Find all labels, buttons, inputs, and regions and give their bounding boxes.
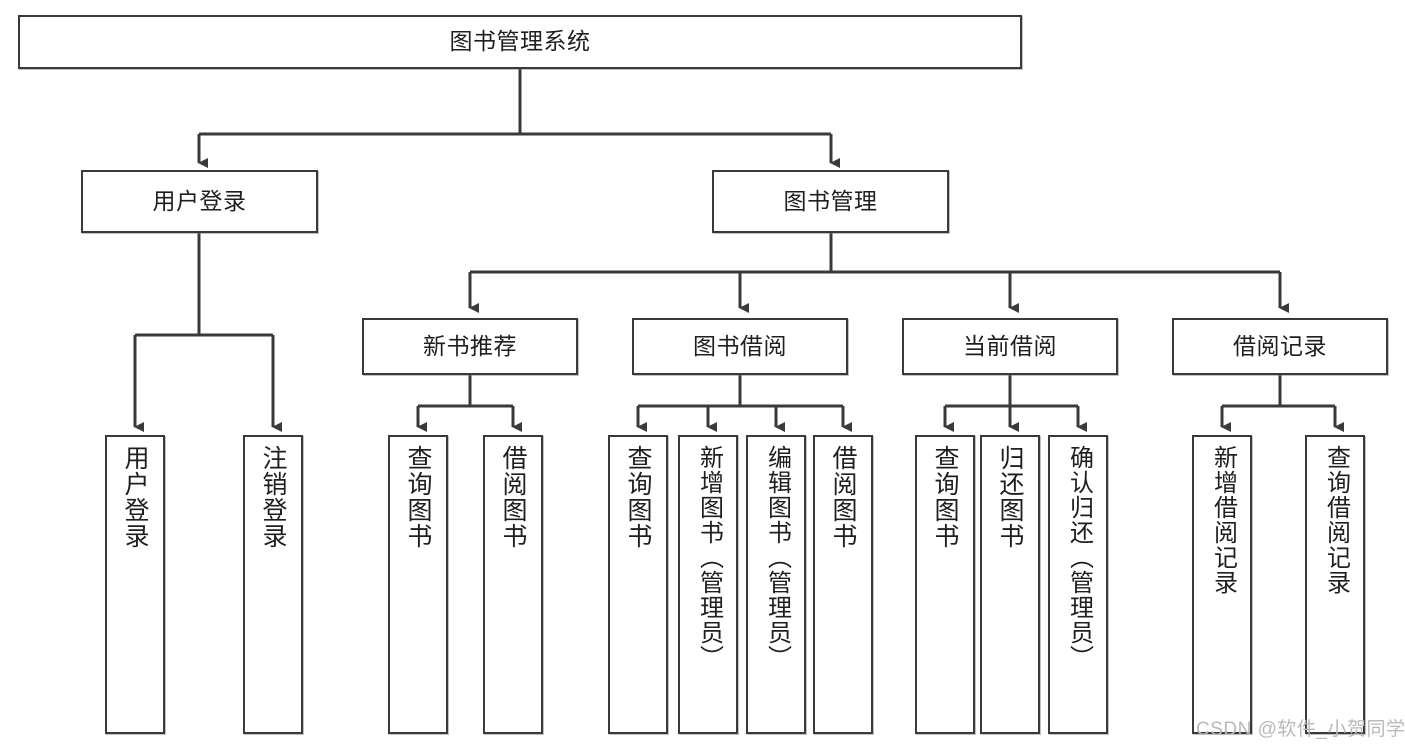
leaf-return-book[interactable]: 归还图书 xyxy=(980,435,1040,734)
node-label: 用户登录 xyxy=(121,445,149,549)
leaf-query-book-2[interactable]: 查询图书 xyxy=(608,435,668,734)
node-label: 当前借阅 xyxy=(963,332,1057,359)
leaf-query-book-1[interactable]: 查询图书 xyxy=(388,435,448,734)
node-label: 编辑图书（管理员） xyxy=(763,445,791,670)
leaf-edit-book[interactable]: 编辑图书（管理员） xyxy=(746,435,806,734)
node-label: 新书推荐 xyxy=(423,332,517,359)
leaf-borrow-book-1[interactable]: 借阅图书 xyxy=(483,435,543,734)
node-label: 新增图书（管理员） xyxy=(695,445,723,670)
node-current-borrow[interactable]: 当前借阅 xyxy=(902,318,1118,375)
node-label: 借阅记录 xyxy=(1233,332,1327,359)
leaf-logout-login[interactable]: 注销登录 xyxy=(243,435,303,734)
node-user-login[interactable]: 用户登录 xyxy=(81,170,318,233)
leaf-borrow-book-2[interactable]: 借阅图书 xyxy=(813,435,873,734)
watermark-text: CSDN @软件_小贺同学 xyxy=(1196,719,1405,740)
node-label: 注销登录 xyxy=(259,445,287,549)
leaf-confirm-return[interactable]: 确认归还（管理员） xyxy=(1048,435,1108,734)
node-label: 借阅图书 xyxy=(829,445,857,549)
leaf-query-record[interactable]: 查询借阅记录 xyxy=(1305,435,1365,734)
node-root-book-management-system[interactable]: 图书管理系统 xyxy=(18,15,1022,69)
node-label: 用户登录 xyxy=(152,187,247,214)
node-label: 归还图书 xyxy=(996,445,1024,549)
node-book-borrow[interactable]: 图书借阅 xyxy=(632,318,848,375)
node-label: 查询借阅记录 xyxy=(1322,445,1350,595)
node-borrow-record[interactable]: 借阅记录 xyxy=(1172,318,1388,375)
node-label: 借阅图书 xyxy=(499,445,527,549)
node-label: 查询图书 xyxy=(404,445,432,549)
node-label: 图书借阅 xyxy=(693,332,787,359)
node-label: 图书管理系统 xyxy=(449,28,591,55)
node-new-book-recommend[interactable]: 新书推荐 xyxy=(362,318,578,375)
node-label: 图书管理 xyxy=(783,187,878,214)
leaf-query-book-3[interactable]: 查询图书 xyxy=(915,435,975,734)
node-label: 确认归还（管理员） xyxy=(1065,445,1093,670)
leaf-add-book[interactable]: 新增图书（管理员） xyxy=(678,435,738,734)
node-label: 查询图书 xyxy=(624,445,652,549)
leaf-user-login[interactable]: 用户登录 xyxy=(105,435,165,734)
node-label: 查询图书 xyxy=(931,445,959,549)
node-book-manage[interactable]: 图书管理 xyxy=(712,170,949,233)
leaf-add-record[interactable]: 新增借阅记录 xyxy=(1192,435,1252,734)
node-label: 新增借阅记录 xyxy=(1209,445,1237,595)
